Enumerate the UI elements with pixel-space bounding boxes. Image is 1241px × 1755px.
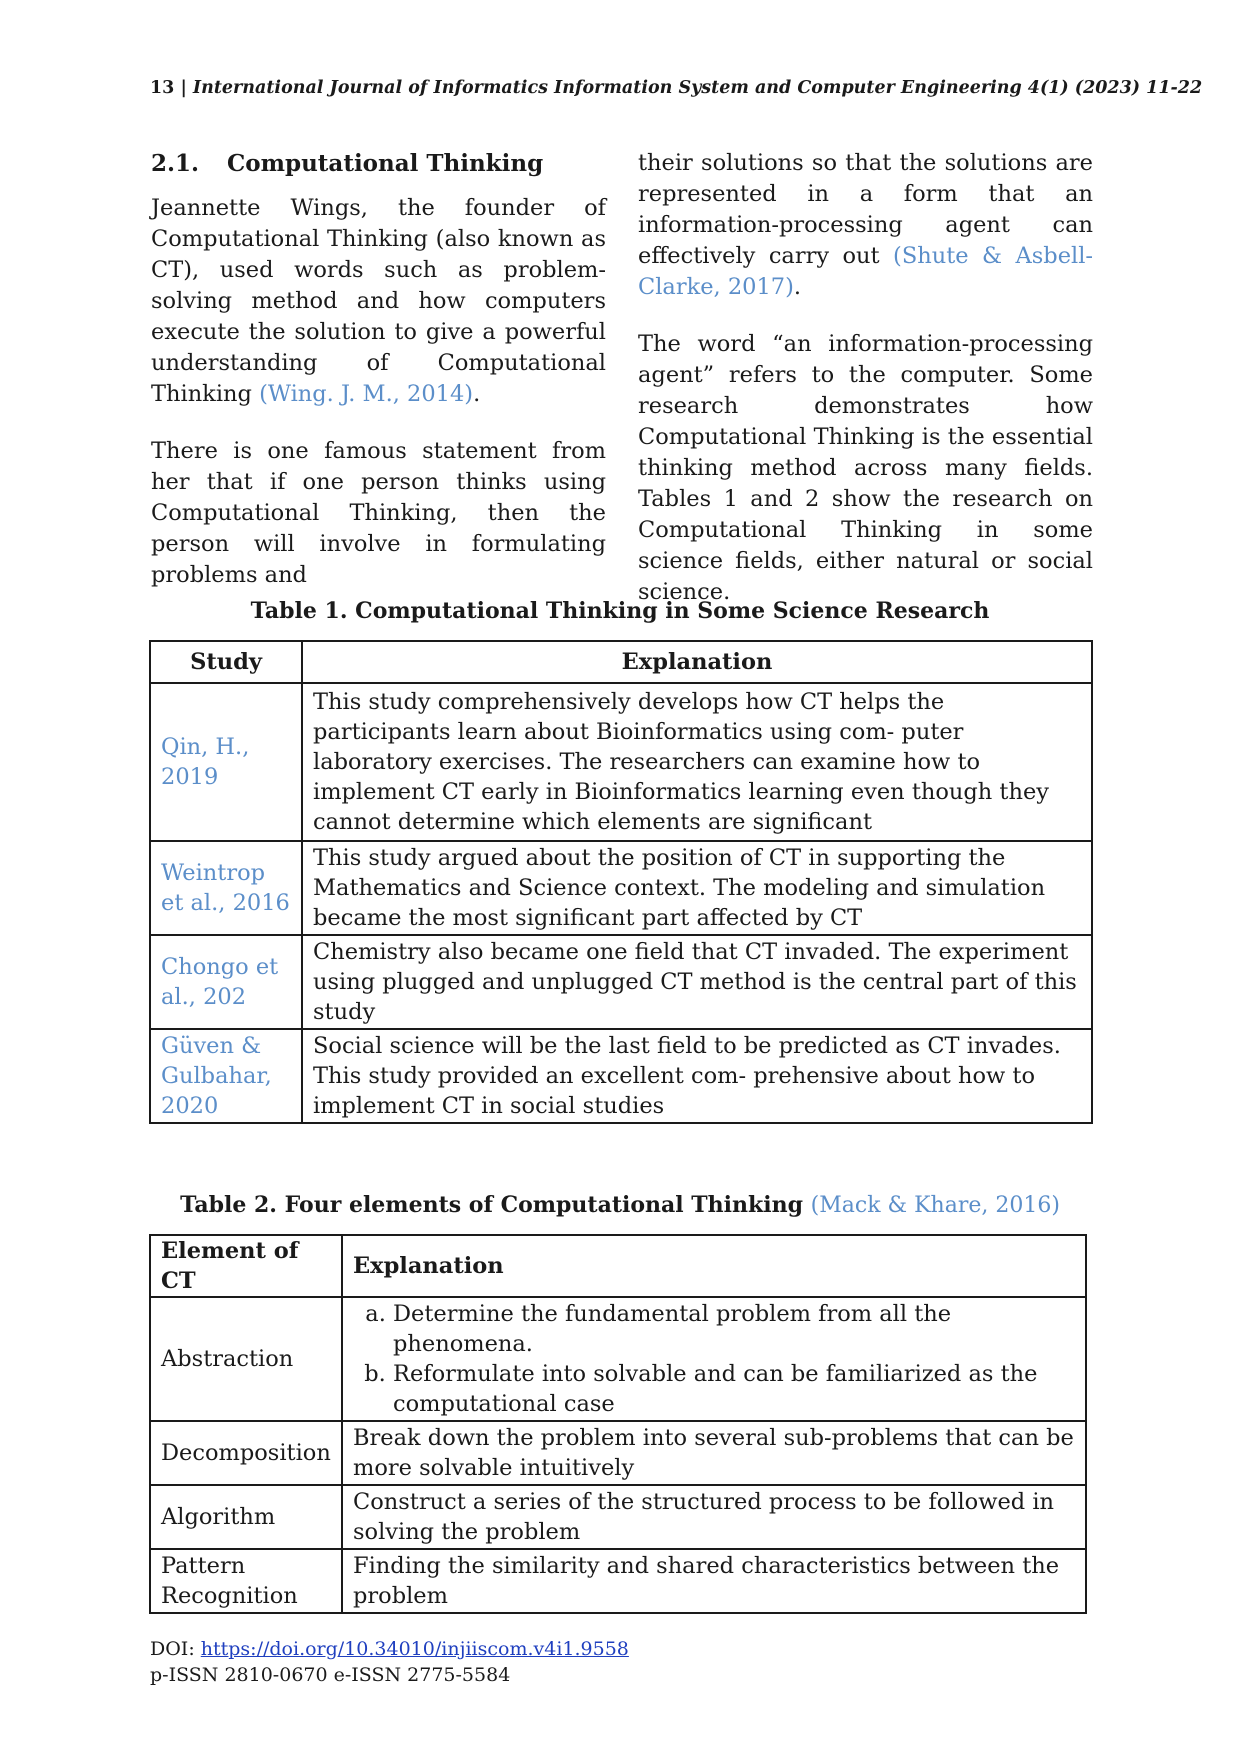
paragraph-end: . — [473, 381, 481, 407]
section-heading: 2.1. Computational Thinking — [151, 148, 606, 179]
table-row: Algorithm Construct a series of the stru… — [149, 1484, 1087, 1550]
table2-caption: Table 2. Four elements of Computational … — [150, 1192, 1090, 1218]
doi-line: DOI: https://doi.org/10.34010/injiiscom.… — [150, 1636, 629, 1662]
explanation-cell: Construct a series of the structured pro… — [341, 1484, 1087, 1550]
page-footer: DOI: https://doi.org/10.34010/injiiscom.… — [150, 1636, 629, 1688]
table-row: Weintrop et al., 2016 This study argued … — [149, 840, 1093, 936]
table-row: Pattern Recognition Finding the similari… — [149, 1548, 1087, 1614]
table1-caption: Table 1. Computational Thinking in Some … — [250, 598, 990, 624]
table2-caption-text: Table 2. Four elements of Computational … — [180, 1192, 803, 1218]
table-row: Qin, H., 2019 This study comprehensively… — [149, 682, 1093, 842]
citation-link[interactable]: (Mack & Khare, 2016) — [810, 1193, 1060, 1218]
running-header: 13 | International Journal of Informatic… — [150, 78, 1202, 98]
paragraph-text: The word “an information-processing agen… — [638, 331, 1093, 605]
citation-link[interactable]: (Shute & Asbell-Clarke, 2017) — [638, 243, 1093, 300]
list-item: Reformulate into solvable and can be fam… — [393, 1359, 1075, 1419]
element-cell: Decomposition — [149, 1420, 343, 1486]
citation-link[interactable]: (Wing. J. M., 2014) — [259, 381, 474, 407]
paragraph: their solutions so that the solutions ar… — [638, 148, 1093, 303]
journal-title: International Journal of Informatics Inf… — [192, 78, 1203, 98]
paragraph-text: Jeannette Wings, the founder of Computat… — [151, 195, 606, 407]
header-separator: | — [174, 78, 193, 98]
element-cell: Abstraction — [149, 1296, 343, 1422]
page-number: 13 — [150, 78, 175, 98]
section-title: Computational Thinking — [227, 150, 544, 177]
explanation-list: Determine the fundamental problem from a… — [353, 1299, 1075, 1419]
study-citation[interactable]: Güven & Gulbahar, 2020 — [149, 1028, 303, 1124]
paragraph: There is one famous statement from her t… — [151, 436, 606, 591]
paragraph: The word “an information-processing agen… — [638, 329, 1093, 608]
table-row: Güven & Gulbahar, 2020 Social science wi… — [149, 1028, 1093, 1124]
table1: Study Explanation Qin, H., 2019 This stu… — [149, 640, 1093, 1124]
paragraph-text: There is one famous statement from her t… — [151, 438, 606, 588]
paragraph-end: . — [793, 274, 802, 300]
table2: Element of CT Explanation Abstraction De… — [149, 1234, 1087, 1614]
study-citation[interactable]: Qin, H., 2019 — [149, 682, 303, 842]
explanation-cell: Social science will be the last field to… — [301, 1028, 1093, 1124]
column-header-explanation: Explanation — [301, 640, 1093, 684]
column-header-explanation: Explanation — [341, 1234, 1087, 1298]
table-row: Chongo et al., 202 Chemistry also became… — [149, 934, 1093, 1030]
column-header-element: Element of CT — [149, 1234, 343, 1298]
column-header-study: Study — [149, 640, 303, 684]
right-column: their solutions so that the solutions ar… — [638, 148, 1093, 634]
table-header-row: Study Explanation — [149, 640, 1093, 684]
list-item: Determine the fundamental problem from a… — [393, 1299, 1075, 1359]
explanation-cell: This study argued about the position of … — [301, 840, 1093, 936]
paragraph-text: their solutions so that the solutions ar… — [638, 150, 1093, 269]
study-citation[interactable]: Weintrop et al., 2016 — [149, 840, 303, 936]
explanation-cell: Break down the problem into several sub-… — [341, 1420, 1087, 1486]
left-column: 2.1. Computational Thinking Jeannette Win… — [151, 148, 606, 617]
issn-line: p-ISSN 2810-0670 e-ISSN 2775-5584 — [150, 1664, 511, 1686]
element-cell: Pattern Recognition — [149, 1548, 343, 1614]
paragraph: Jeannette Wings, the founder of Computat… — [151, 193, 606, 410]
explanation-cell: Finding the similarity and shared charac… — [341, 1548, 1087, 1614]
explanation-cell: Determine the fundamental problem from a… — [341, 1296, 1087, 1422]
study-citation[interactable]: Chongo et al., 202 — [149, 934, 303, 1030]
table-row: Decomposition Break down the problem int… — [149, 1420, 1087, 1486]
table-row: Abstraction Determine the fundamental pr… — [149, 1296, 1087, 1422]
explanation-cell: This study comprehensively develops how … — [301, 682, 1093, 842]
explanation-cell: Chemistry also became one field that CT … — [301, 934, 1093, 1030]
section-number: 2.1. — [151, 150, 200, 177]
doi-label: DOI: — [150, 1638, 201, 1660]
table-header-row: Element of CT Explanation — [149, 1234, 1087, 1298]
doi-link[interactable]: https://doi.org/10.34010/injiiscom.v4i1.… — [200, 1638, 629, 1660]
element-cell: Algorithm — [149, 1484, 343, 1550]
